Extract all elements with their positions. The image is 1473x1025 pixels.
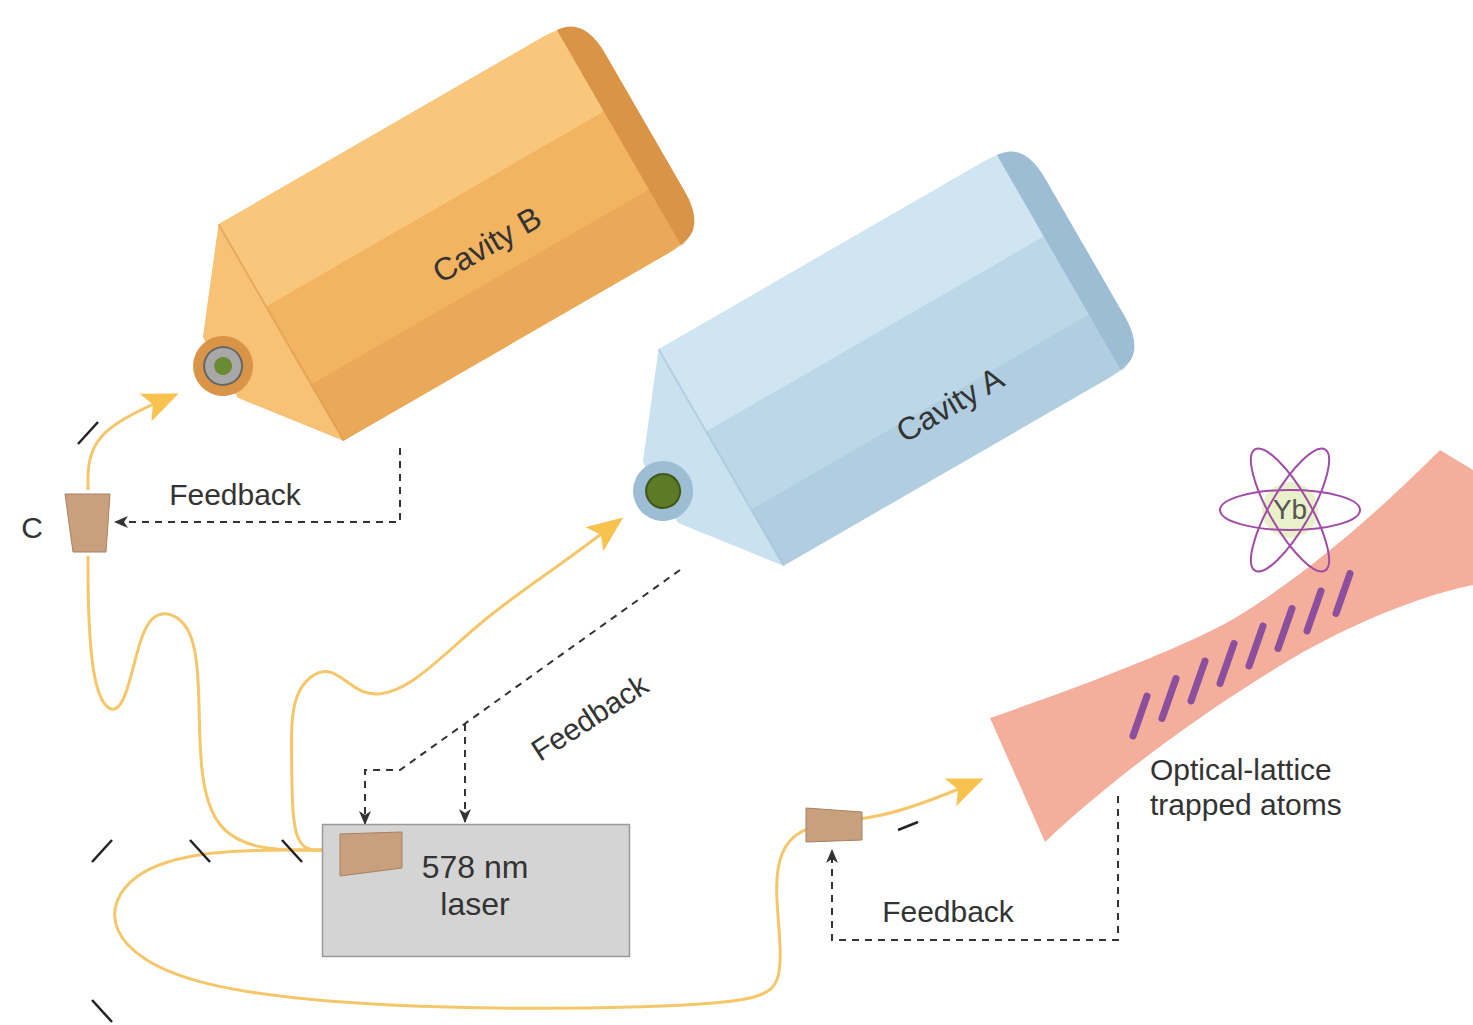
aom-shape xyxy=(65,494,110,552)
lattice-site xyxy=(1162,679,1176,719)
lattice-site xyxy=(1191,661,1205,701)
mirror-mount xyxy=(197,340,249,392)
feedback-connector xyxy=(365,570,680,824)
feedback-line xyxy=(832,796,1118,940)
cylinder-seam xyxy=(219,224,344,441)
yb-atom: Yb xyxy=(1215,445,1365,575)
mirror xyxy=(92,840,112,862)
feedback-connector xyxy=(115,448,400,522)
lattice-site xyxy=(1336,574,1350,614)
lattice-site xyxy=(1249,626,1263,666)
cavity-face xyxy=(182,325,264,407)
lattice-sites xyxy=(1133,574,1350,737)
node-label: Yb xyxy=(1273,494,1307,526)
cavity-a: Cavity A xyxy=(620,165,1145,570)
lattice-beam xyxy=(990,450,1473,842)
aom-modulator xyxy=(806,808,862,842)
electron-orbit xyxy=(1238,439,1343,580)
cylinder-shade xyxy=(751,312,1126,566)
cylinder-shade xyxy=(311,187,686,441)
cavity-face xyxy=(622,450,704,532)
lattice-site xyxy=(1133,696,1147,736)
cylinder-end xyxy=(557,15,707,245)
cavity-mirror xyxy=(211,354,236,379)
electron-orbit xyxy=(1220,490,1360,530)
cylinder-drawing xyxy=(135,14,708,489)
free-label: Feedback xyxy=(882,895,1014,930)
mirror xyxy=(190,840,210,862)
optical-lattice: Optical-lattice trapped atoms xyxy=(980,445,1473,845)
mirror xyxy=(898,822,918,830)
edge-label: Feedback xyxy=(169,478,301,513)
laser-housing xyxy=(323,825,630,957)
cylinder-body xyxy=(598,139,1147,601)
laser-box: 578 nm laser xyxy=(322,824,630,957)
mirror xyxy=(282,840,302,862)
fiber-connector xyxy=(115,780,980,1008)
lattice-site xyxy=(1307,591,1321,631)
node-shape xyxy=(620,165,1145,570)
node-shape xyxy=(175,0,720,448)
node-label: C xyxy=(21,511,43,546)
mirror xyxy=(92,1000,112,1022)
feedback-branch xyxy=(464,724,466,822)
electron-orbit xyxy=(1238,439,1343,580)
cylinder-cone xyxy=(598,349,784,601)
fiber-connector xyxy=(88,395,175,490)
cylinder-seam xyxy=(659,349,784,566)
node-label: Optical-lattice trapped atoms xyxy=(1150,753,1420,822)
cylinder-cone xyxy=(158,224,344,476)
edge-label: Feedback xyxy=(525,668,654,769)
cylinder-body xyxy=(158,14,707,476)
lattice-site xyxy=(1278,609,1292,649)
node-label: 578 nm laser xyxy=(400,849,550,923)
aom-shape xyxy=(340,832,402,876)
fiber-connector xyxy=(88,556,322,850)
cavity-b: Cavity B xyxy=(175,0,720,448)
aom-c: C xyxy=(18,490,115,556)
lattice-site xyxy=(1220,644,1234,684)
cylinder-end xyxy=(997,140,1147,370)
cylinder-drawing xyxy=(575,139,1148,614)
cavity-mirror xyxy=(640,468,686,514)
mirror xyxy=(78,422,98,444)
fiber-connector xyxy=(291,520,620,850)
